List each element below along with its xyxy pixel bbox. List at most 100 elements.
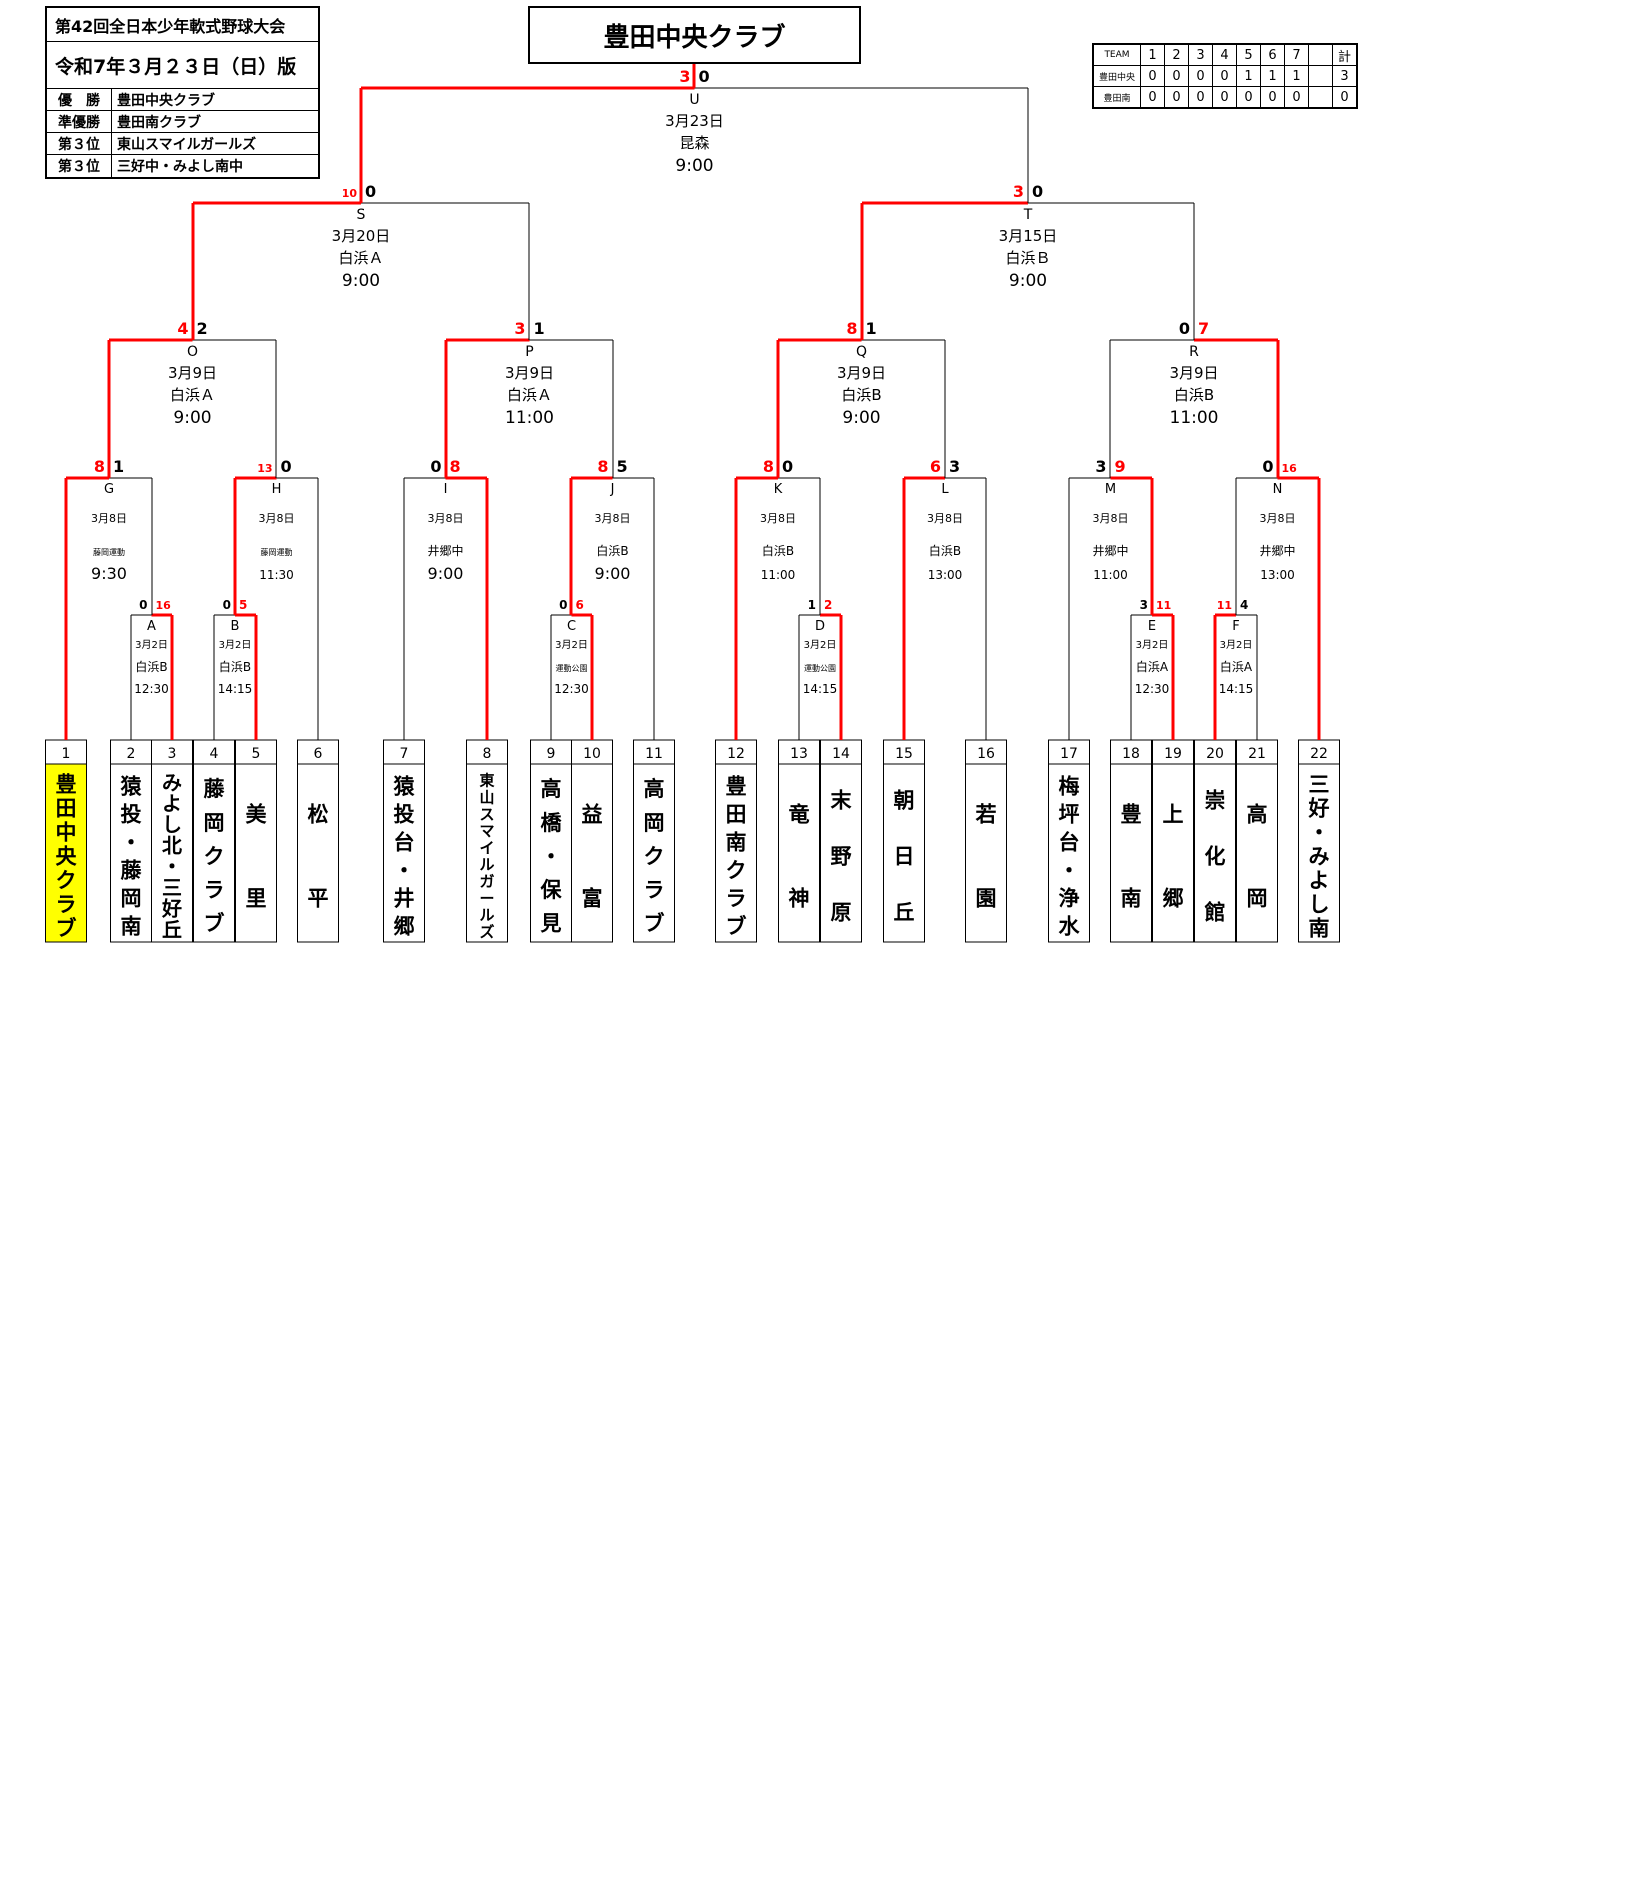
match-time: 9:00 xyxy=(342,271,380,291)
team-number: 8 xyxy=(483,746,492,762)
team-number: 14 xyxy=(832,746,850,762)
score-right: 6 xyxy=(576,598,584,612)
score-right: 2 xyxy=(197,319,208,338)
linescore-cell xyxy=(1308,86,1333,109)
team-name: 梅坪台・浄水 xyxy=(1059,774,1081,938)
match-venue: 白浜B xyxy=(135,659,167,674)
team-number: 16 xyxy=(977,746,995,762)
result-team: 豊田南クラブ xyxy=(117,114,201,131)
score-right: 7 xyxy=(1198,319,1209,338)
match-venue: 白浜B xyxy=(929,543,961,558)
team-number: 21 xyxy=(1248,746,1266,762)
match-venue: 白浜B xyxy=(596,543,628,558)
team-number: 18 xyxy=(1122,746,1140,762)
team-number: 20 xyxy=(1206,746,1224,762)
champion-banner: 豊田中央クラブ xyxy=(528,6,861,64)
match-venue: 白浜Ａ xyxy=(338,249,383,267)
team-slot: 13 竜神 xyxy=(778,739,820,943)
score-left: 3 xyxy=(1013,182,1024,201)
match-venue: 井郷中 xyxy=(427,543,463,558)
score-right: 8 xyxy=(450,457,461,476)
result-row: 準優勝豊田南クラブ xyxy=(47,111,318,133)
score-left: 0 xyxy=(223,598,231,612)
match-time: 9:00 xyxy=(1009,271,1047,291)
team-slot: 9高橋・保見 xyxy=(530,739,572,943)
match-date: 3月8日 xyxy=(428,512,464,525)
linescore-total: 0 xyxy=(1332,86,1358,109)
match-id: C xyxy=(567,619,576,634)
tournament-title: 第42回全日本少年軟式野球大会 xyxy=(47,8,318,42)
linescore-row: 豊田中央 0 0 0 0 1 1 1 3 xyxy=(1092,65,1358,87)
linescore-cell: 1 xyxy=(1260,65,1285,87)
match-time: 9:00 xyxy=(842,408,880,428)
team-number: 15 xyxy=(895,746,913,762)
match-date: 3月8日 xyxy=(1093,512,1129,525)
team-slot: 5 美里 xyxy=(235,739,277,943)
edition-date: 令和7年３月２３日（日）版 xyxy=(47,42,318,89)
match-venue: 井郷中 xyxy=(1259,543,1295,558)
match-date: 3月9日 xyxy=(837,364,886,382)
match-id: N xyxy=(1273,482,1283,497)
team-number: 12 xyxy=(727,746,745,762)
match-id: H xyxy=(272,482,282,497)
team-box xyxy=(1110,739,1152,943)
match-time: 9:00 xyxy=(428,564,464,583)
champion-highlight xyxy=(45,764,87,942)
match-venue: 白浜A xyxy=(1136,659,1169,674)
score-right: 9 xyxy=(1115,457,1126,476)
match-venue: 白浜A xyxy=(1220,659,1253,674)
team-box xyxy=(778,739,820,943)
match-date: 3月8日 xyxy=(927,512,963,525)
linescore-header-row: TEAM 1 2 3 4 5 6 7 計 xyxy=(1092,43,1358,66)
team-number: 10 xyxy=(583,746,601,762)
score-right: 1 xyxy=(866,319,877,338)
match-time: 11:00 xyxy=(1093,568,1128,582)
match-id: Q xyxy=(856,344,867,360)
result-label: 準優勝 xyxy=(47,111,112,132)
team-name: 美里 xyxy=(246,802,267,910)
team-number: 17 xyxy=(1060,746,1078,762)
match-id: D xyxy=(815,619,825,634)
match-id: A xyxy=(147,619,156,634)
score-right: 16 xyxy=(156,599,172,612)
team-box xyxy=(1236,739,1278,943)
match-venue: 運動公園 xyxy=(556,664,588,673)
score-right: 0 xyxy=(1032,182,1043,201)
match-time: 11:30 xyxy=(259,568,294,582)
score-right: 5 xyxy=(617,457,628,476)
team-box xyxy=(1152,739,1194,943)
team-name: 竜神 xyxy=(789,802,810,910)
team-name: 豊田南クラブ xyxy=(726,774,747,938)
team-number: 13 xyxy=(790,746,808,762)
score-right: 0 xyxy=(365,182,376,201)
team-box xyxy=(965,739,1007,943)
team-number: 7 xyxy=(400,746,409,762)
team-slot: 10 益富 xyxy=(571,739,613,943)
match-time: 11:00 xyxy=(1170,408,1219,428)
match-venue: 昆森 xyxy=(679,134,709,152)
score-right: 0 xyxy=(782,457,793,476)
score-left: 6 xyxy=(930,457,941,476)
team-number: 3 xyxy=(168,746,177,762)
match-venue: 白浜Ｂ xyxy=(1005,249,1050,267)
score-left: 4 xyxy=(177,319,188,338)
match-id: B xyxy=(231,619,240,634)
score-right: 2 xyxy=(824,598,832,612)
result-row: 優 勝豊田中央クラブ xyxy=(47,89,318,111)
team-number: 19 xyxy=(1164,746,1182,762)
team-number: 5 xyxy=(252,746,261,762)
match-time: 11:00 xyxy=(505,408,554,428)
team-number: 1 xyxy=(62,746,71,762)
match-id: P xyxy=(525,344,533,360)
team-name: 益富 xyxy=(582,802,603,910)
match-venue: 運動公園 xyxy=(804,664,836,673)
linescore-cell: 0 xyxy=(1188,65,1213,87)
